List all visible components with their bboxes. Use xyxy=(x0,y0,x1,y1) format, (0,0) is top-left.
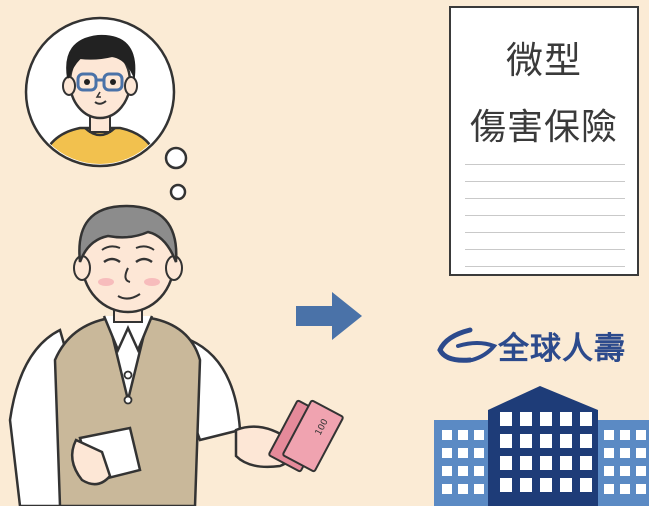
office-building-icon xyxy=(434,386,649,506)
insurer-name: 全球人壽 xyxy=(498,330,626,367)
swirl-logo-icon xyxy=(437,327,498,363)
document-line xyxy=(465,249,625,250)
document-line xyxy=(465,215,625,216)
right-arrow-icon xyxy=(296,292,362,340)
insurer-brand: 全球人壽 xyxy=(434,322,626,368)
document-line xyxy=(465,181,625,182)
document-title-line1: 微型 xyxy=(506,39,582,82)
document-line xyxy=(465,266,625,267)
document-body-lines xyxy=(465,164,625,283)
document-line xyxy=(465,232,625,233)
banknotes: 100 xyxy=(268,399,344,473)
elderly-man xyxy=(8,204,295,506)
document-title-line2: 傷害保險 xyxy=(469,107,618,148)
document-line xyxy=(465,164,625,165)
insurance-document: 微型 傷害保險 xyxy=(449,6,639,276)
document-line xyxy=(465,198,625,199)
